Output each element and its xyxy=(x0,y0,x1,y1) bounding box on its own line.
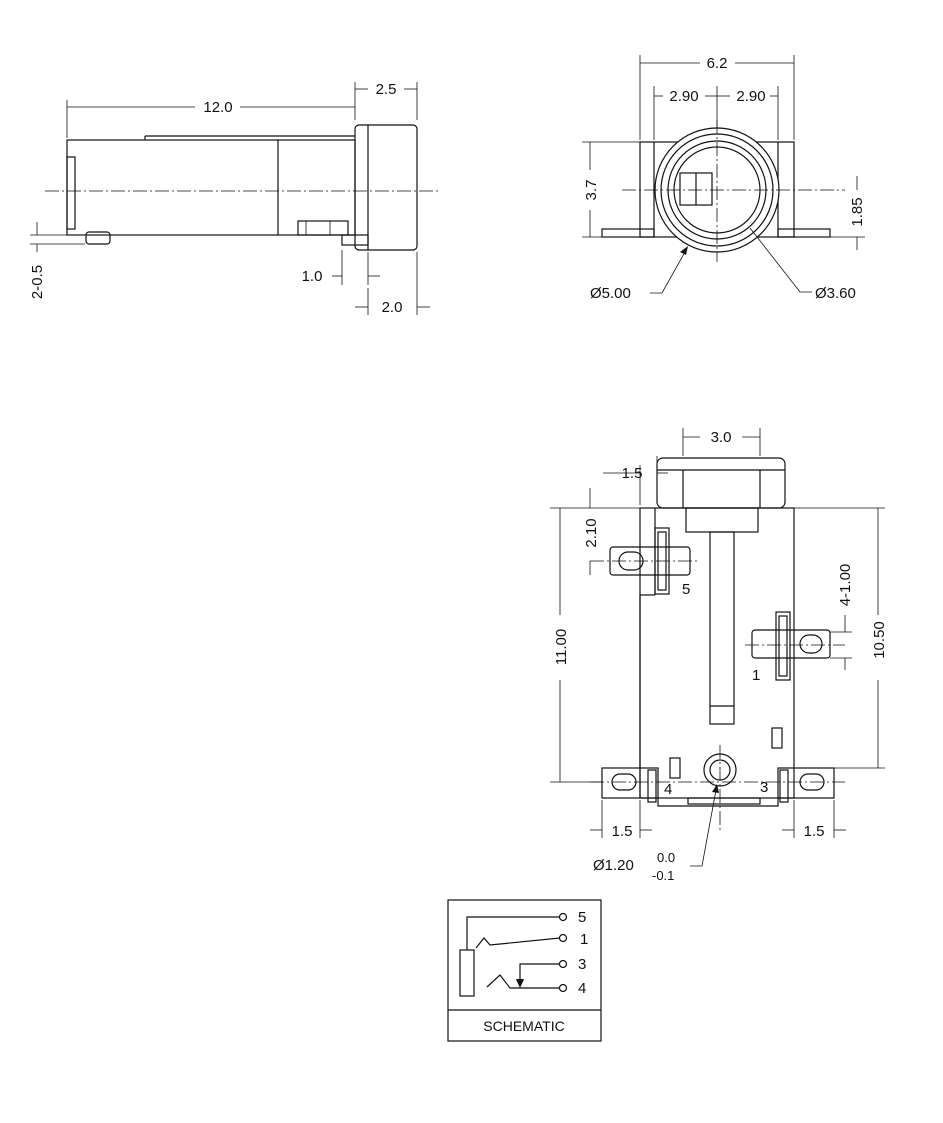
dim-tab-left: 1.5 xyxy=(612,823,633,840)
dim-body-length: 10.50 xyxy=(871,621,888,659)
dim-half-left: 2.90 xyxy=(669,88,698,105)
side-view: 12.0 2.5 2-0.5 1.0 2.0 xyxy=(29,81,440,316)
top-view: 5 1 4 3 3.0 1.5 2.10 11.00 4-1.00 xyxy=(550,428,888,883)
dim-width: 6.2 xyxy=(707,55,728,72)
schematic-pin-1: 1 xyxy=(580,931,588,948)
pin-label-4: 4 xyxy=(664,781,672,798)
dim-standoff: 2-0.5 xyxy=(29,265,46,299)
dia-outer: Ø5.00 xyxy=(590,285,631,302)
dia-post: Ø1.20 xyxy=(593,857,634,874)
dim-cap: 2.5 xyxy=(376,81,397,98)
dim-pin5-offset: 2.10 xyxy=(583,518,600,547)
schematic-title: SCHEMATIC xyxy=(483,1018,564,1034)
pin-label-5: 5 xyxy=(682,581,690,598)
dim-pin-pitch: 4-1.00 xyxy=(837,564,854,607)
dim-height: 3.7 xyxy=(583,180,600,201)
dim-half-right: 2.90 xyxy=(736,88,765,105)
schematic-pin-4: 4 xyxy=(578,980,586,997)
schematic-pin-5: 5 xyxy=(578,909,586,926)
dim-length: 12.0 xyxy=(203,99,232,116)
pin-label-3: 3 xyxy=(760,779,768,796)
dim-tab-right: 1.5 xyxy=(804,823,825,840)
schematic-pin-3: 3 xyxy=(578,956,586,973)
dim-overall-length: 11.00 xyxy=(553,629,570,665)
tol-upper: 0.0 xyxy=(657,850,675,865)
pin-label-1: 1 xyxy=(752,667,760,684)
tol-lower: -0.1 xyxy=(652,868,674,883)
front-view: 6.2 2.90 2.90 3.7 1.85 Ø5.00 Ø3.60 xyxy=(582,55,866,302)
dim-cap-offset: 1.5 xyxy=(622,465,643,482)
schematic: 5 1 3 4 SCHEMATIC xyxy=(447,899,602,1042)
dim-cap-width: 3.0 xyxy=(711,429,732,446)
dia-inner: Ø3.60 xyxy=(815,285,856,302)
dim-pad-width: 2.0 xyxy=(382,299,403,316)
dim-center-height: 1.85 xyxy=(849,197,866,226)
dim-pad-gap: 1.0 xyxy=(302,268,323,285)
